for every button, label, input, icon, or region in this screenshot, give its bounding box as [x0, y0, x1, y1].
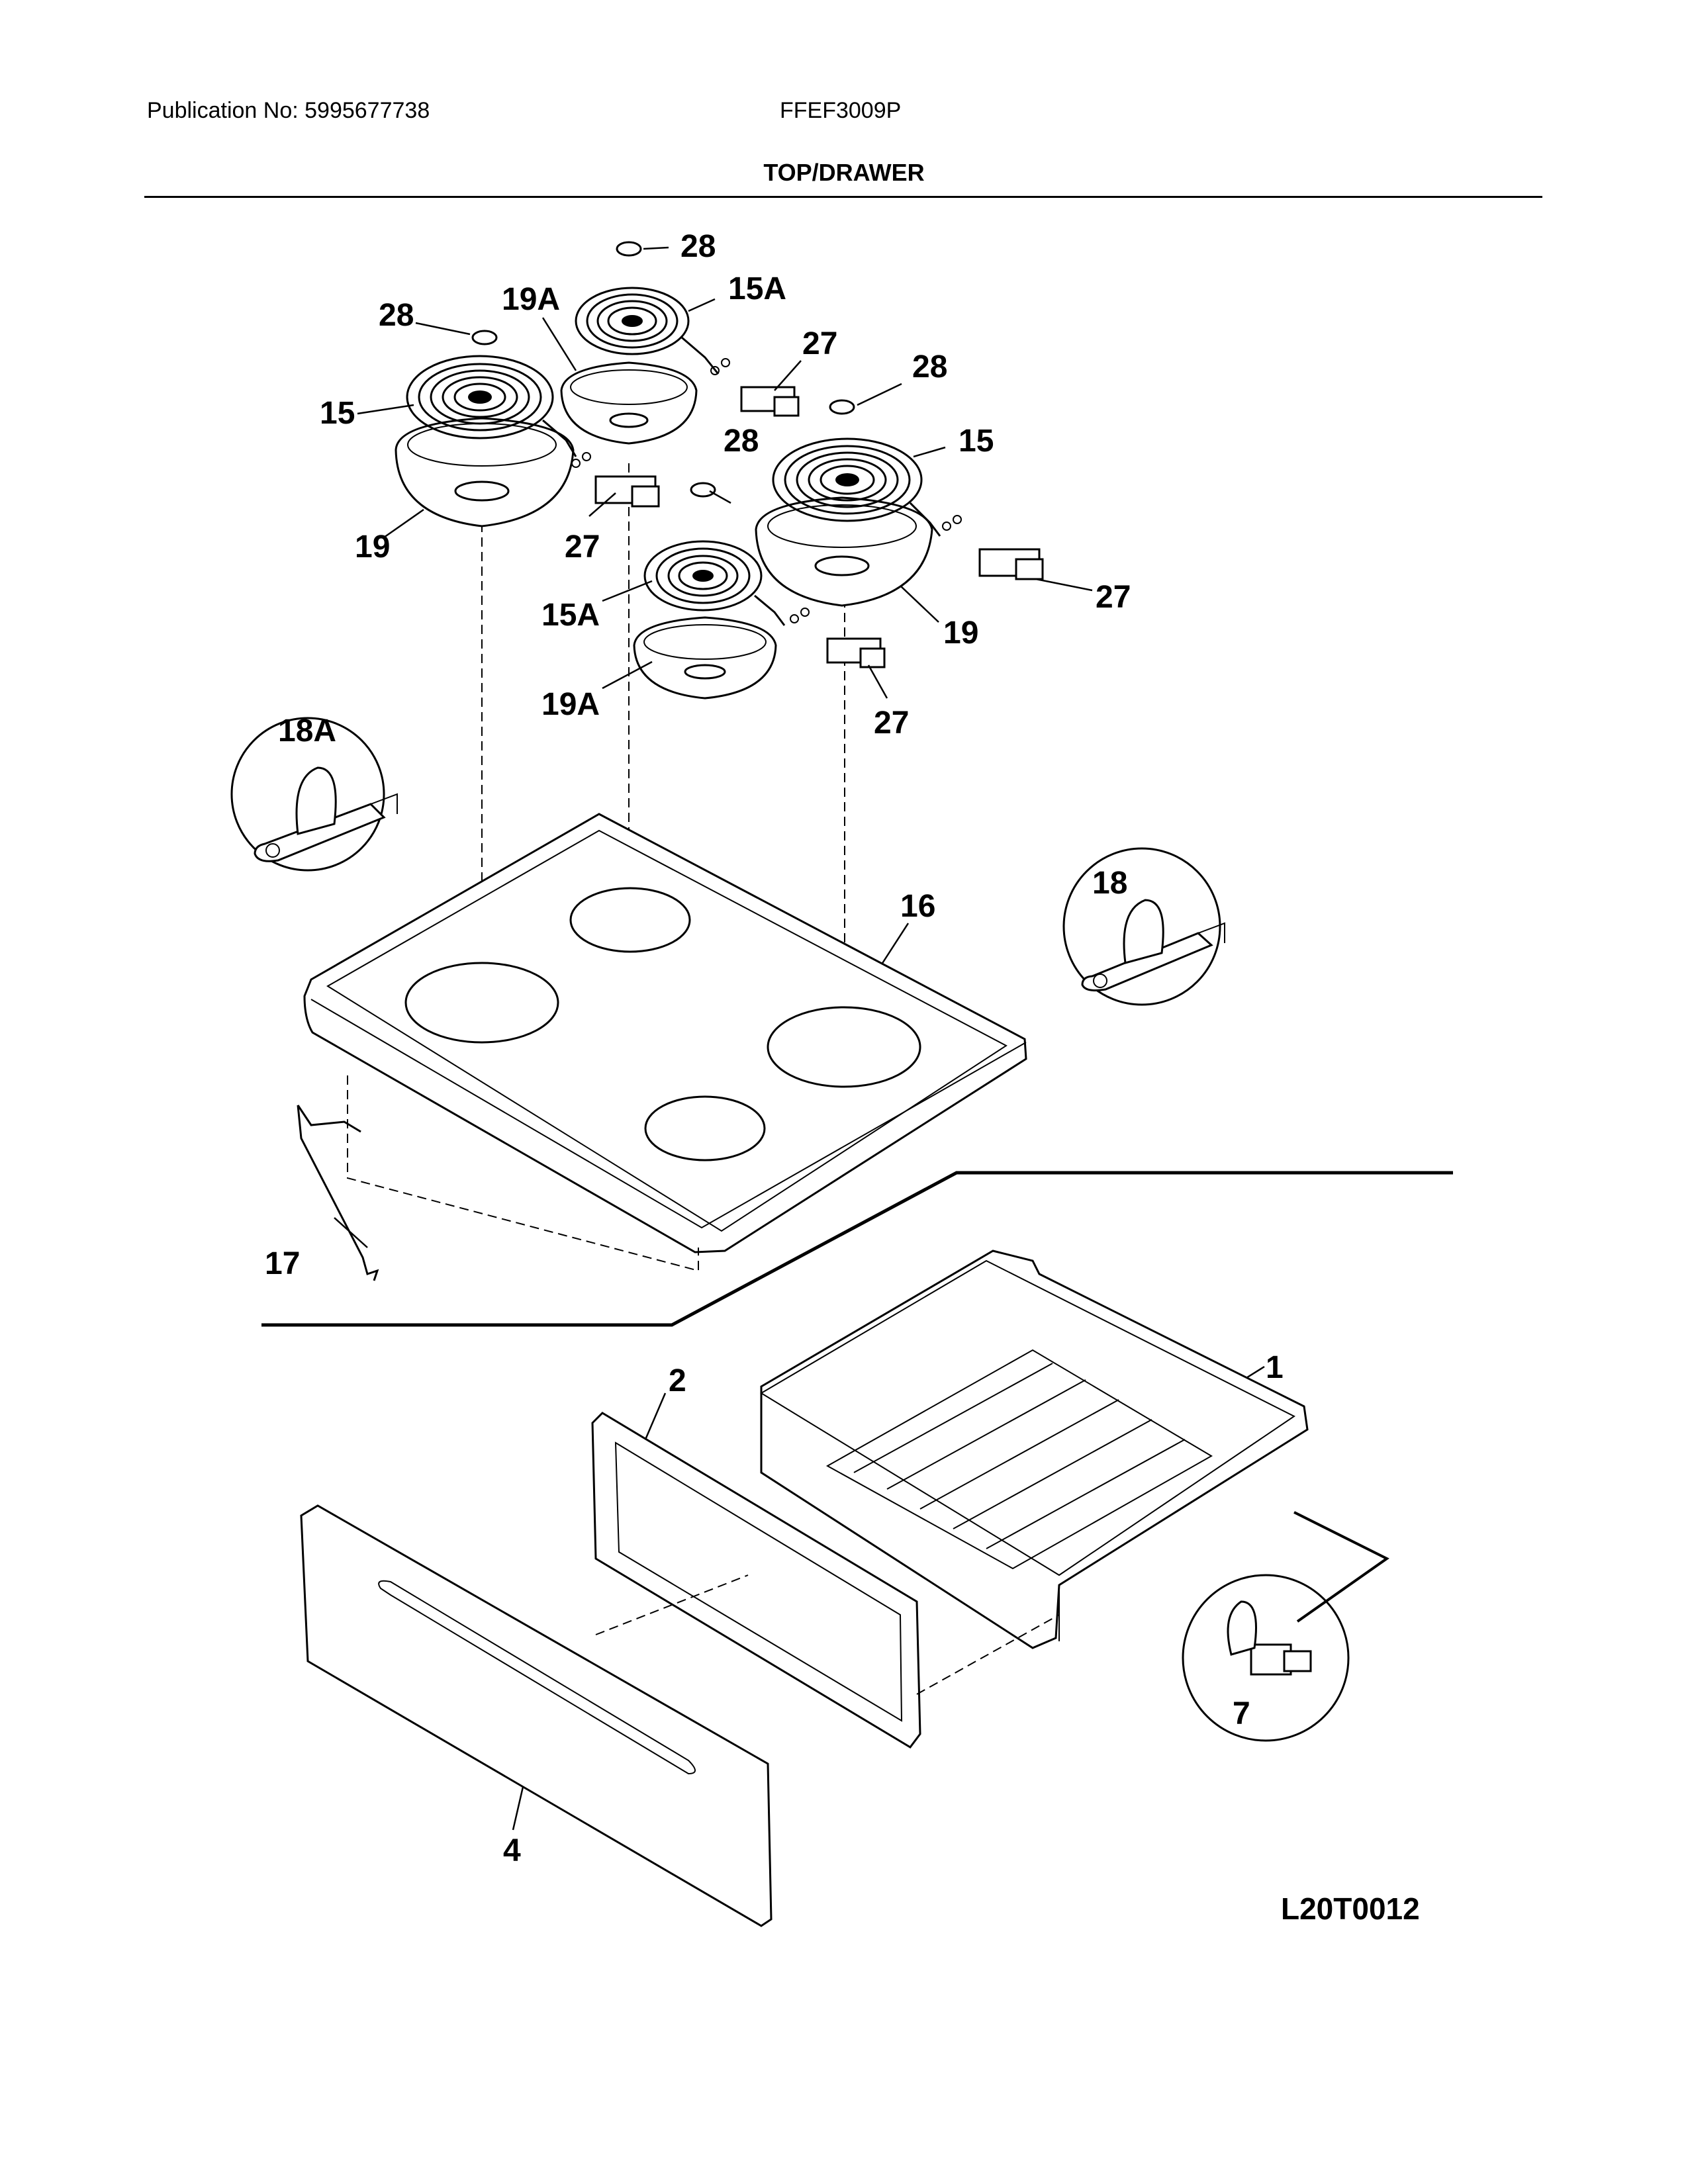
detail-circle-18: [1062, 847, 1225, 1006]
callout-7: 7: [1233, 1696, 1250, 1731]
callout-19A-top: 19A: [502, 282, 560, 317]
burner-element-15-right: [772, 437, 941, 537]
terminal-block-27-bottom: [790, 608, 886, 668]
callout-27-right: 27: [1096, 580, 1131, 615]
callout-15A-bottom: 15A: [541, 598, 600, 633]
callout-19A-bottom: 19A: [541, 687, 600, 722]
callout-19-left: 19: [355, 529, 390, 565]
drawer-alignment-lines: [595, 1574, 1060, 1695]
publication-number: Publication No: 5995677738: [147, 98, 430, 123]
trim-cap-28-top: [616, 241, 642, 257]
callout-28-top: 28: [680, 229, 716, 264]
callout-16: 16: [900, 889, 935, 924]
callout-labels: 28 15A 19A 28 27 28 15 28 15 19 27 15A 2…: [265, 229, 1284, 1868]
burner-pan-19A-top: [560, 361, 698, 445]
section-title: TOP/DRAWER: [763, 159, 925, 186]
callout-19-right: 19: [943, 615, 978, 651]
burner-pan-19-right: [755, 496, 933, 607]
cooktop-main-top-16: [303, 813, 1027, 1253]
leader-lines: [334, 246, 1265, 1831]
trim-cap-28-mid: [690, 482, 716, 498]
callout-27-top: 27: [802, 326, 837, 361]
callout-15-right: 15: [959, 424, 994, 459]
diagram-code: L20T0012: [1281, 1891, 1420, 1926]
hinge-wire-17: [297, 1075, 699, 1281]
terminal-block-27-left: [571, 452, 660, 508]
callout-4: 4: [503, 1833, 521, 1868]
callout-2: 2: [669, 1363, 686, 1398]
burner-element-15A-top: [575, 287, 720, 375]
callout-27-bottom: 27: [874, 705, 909, 741]
separator-line: [261, 1171, 1453, 1327]
burner-element-15-left: [406, 355, 577, 457]
terminal-block-27-top: [710, 358, 800, 417]
callout-1: 1: [1266, 1350, 1284, 1385]
callout-18: 18: [1092, 866, 1127, 901]
drawer-body-1: [760, 1250, 1309, 1649]
trim-cap-28-right: [829, 399, 855, 415]
trim-cap-28-left: [471, 330, 498, 345]
callout-18A: 18A: [278, 713, 336, 749]
callout-17: 17: [265, 1246, 300, 1281]
drawer-panel-2: [591, 1412, 921, 1749]
callout-28-mid: 28: [724, 424, 759, 459]
detail-circle-7: [1182, 1511, 1389, 1742]
burner-pan-19-left: [395, 417, 575, 527]
callout-15A-top: 15A: [728, 271, 786, 306]
callout-15-left: 15: [320, 396, 355, 431]
callout-27-left: 27: [565, 529, 600, 565]
callout-28-left: 28: [379, 298, 414, 333]
header-rule: [144, 196, 1542, 198]
drawer-front-4: [300, 1504, 773, 1927]
burner-element-15A-bottom: [643, 540, 786, 626]
burner-pan-19A-bottom: [633, 616, 777, 700]
terminal-block-27-right: [942, 515, 1044, 580]
model-number: FFEF3009P: [780, 98, 902, 123]
callout-28-right: 28: [912, 349, 947, 385]
detail-circle-18A: [230, 717, 398, 872]
